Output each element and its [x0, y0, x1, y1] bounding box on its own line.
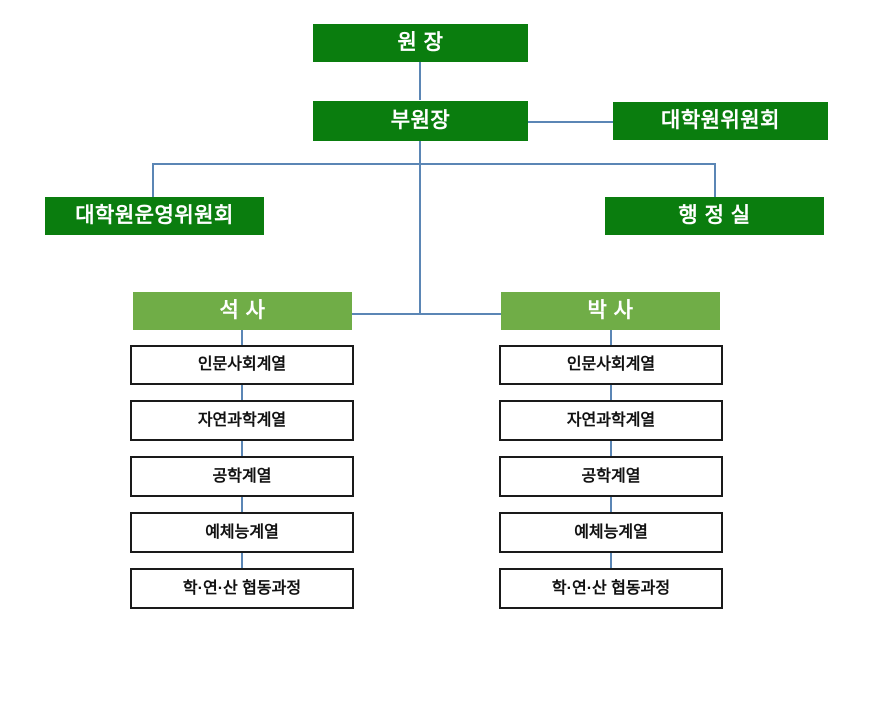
connector-doctorate-5: [610, 553, 612, 568]
connector-director-to-vice: [419, 61, 421, 100]
connector-masters-5: [241, 553, 243, 568]
connector-doctorate-3: [610, 441, 612, 456]
connector-branch-to-operating-committee: [152, 163, 154, 197]
node-masters-program-1[interactable]: 인문사회계열: [130, 345, 354, 385]
connector-vice-to-graduate-committee: [528, 121, 613, 123]
node-doctorate-program-3[interactable]: 공학계열: [499, 456, 723, 497]
connector-branch-bar: [152, 163, 716, 165]
node-masters-program-3[interactable]: 공학계열: [130, 456, 354, 497]
node-graduate-committee[interactable]: 대학원위원회: [613, 102, 828, 140]
connector-masters-3: [241, 441, 243, 456]
node-doctorate-program-5[interactable]: 학·연·산 협동과정: [499, 568, 723, 609]
node-doctorate-program-4[interactable]: 예체능계열: [499, 512, 723, 553]
connector-doctorate-2: [610, 385, 612, 400]
node-doctorate-program-1[interactable]: 인문사회계열: [499, 345, 723, 385]
connector-masters-2: [241, 385, 243, 400]
node-masters[interactable]: 석 사: [133, 292, 352, 330]
node-doctorate-program-2[interactable]: 자연과학계열: [499, 400, 723, 441]
node-admin-office[interactable]: 행 정 실: [605, 197, 824, 235]
node-doctorate[interactable]: 박 사: [501, 292, 720, 330]
connector-doctorate-1: [610, 330, 612, 345]
node-masters-program-2[interactable]: 자연과학계열: [130, 400, 354, 441]
connector-doctorate-4: [610, 497, 612, 512]
connector-masters-4: [241, 497, 243, 512]
node-vice-director[interactable]: 부원장: [313, 101, 528, 141]
connector-masters-doctorate-bar: [352, 313, 501, 315]
node-director[interactable]: 원 장: [313, 24, 528, 62]
connector-vice-trunk: [419, 140, 421, 314]
node-operating-committee[interactable]: 대학원운영위원회: [45, 197, 264, 235]
connector-branch-to-admin-office: [714, 163, 716, 197]
node-masters-program-4[interactable]: 예체능계열: [130, 512, 354, 553]
node-masters-program-5[interactable]: 학·연·산 협동과정: [130, 568, 354, 609]
connector-masters-1: [241, 330, 243, 345]
